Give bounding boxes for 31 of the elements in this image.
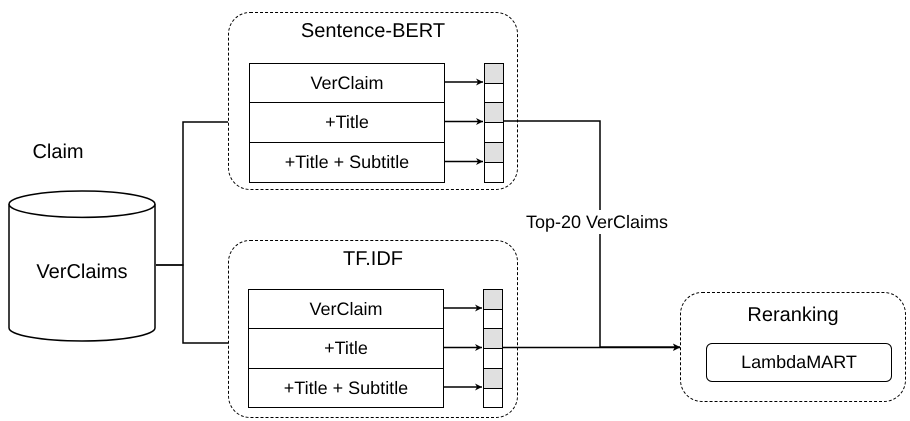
vector-cells <box>483 289 503 329</box>
arrow <box>443 304 482 312</box>
table-row: +Title <box>248 328 444 369</box>
arrow <box>444 158 483 165</box>
arrow <box>502 344 680 351</box>
table-row: VerClaim <box>248 289 444 329</box>
table-row: +Title + Subtitle <box>249 142 445 183</box>
dashed-group <box>228 240 518 418</box>
vector-cells <box>484 142 504 183</box>
vector-cells <box>483 368 503 408</box>
model-box: LambdaMART <box>706 343 892 382</box>
group-title: TF.IDF <box>343 247 403 271</box>
connector-line <box>156 264 228 344</box>
group-title: Sentence-BERT <box>300 19 446 43</box>
vector-cells <box>484 63 504 103</box>
node-heading: Claim <box>31 140 85 164</box>
table-row: VerClaim <box>249 63 445 103</box>
arrow <box>503 120 680 350</box>
dashed-group <box>228 12 518 190</box>
arrow <box>444 118 483 125</box>
edge-label: Top-20 VerClaims <box>524 210 670 234</box>
table-row: +Title <box>249 102 445 143</box>
table-row: +Title + Subtitle <box>248 368 444 408</box>
dashed-group <box>680 292 906 402</box>
vector-cells <box>484 102 504 143</box>
arrow <box>443 344 482 351</box>
arrow <box>443 384 482 390</box>
vector-cells <box>483 328 503 369</box>
database-label: VerClaims <box>36 260 128 285</box>
group-title: Reranking <box>747 303 839 327</box>
arrow <box>444 78 483 86</box>
